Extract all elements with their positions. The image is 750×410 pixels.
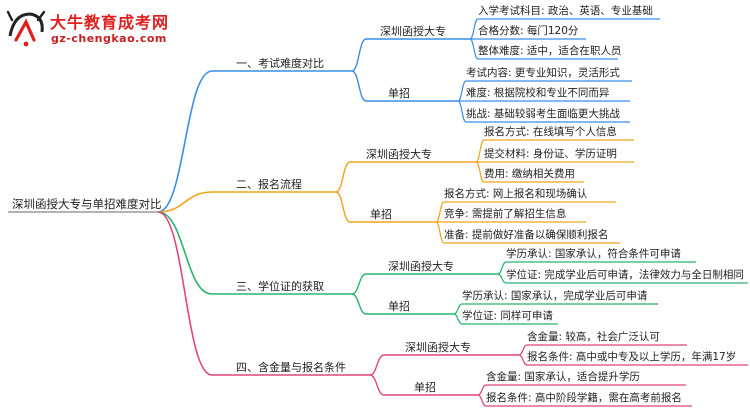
leaf-connector-3-2-1 [453, 303, 463, 315]
leaf-b1-s1-3: 整体难度: 适中，适合在职人员 [478, 45, 622, 57]
leaf-b2-s1-3: 费用: 缴纳相关费用 [484, 168, 575, 180]
leaf-b3-s2-1: 学历承认: 国家承认，完成学业后可申请 [462, 290, 648, 302]
leaf-b4-s2-1: 含金量: 国家承认，适合提升学历 [486, 371, 640, 383]
leaf-connector-3-1-1 [497, 261, 507, 275]
leaf-b2-s1-1: 报名方式: 在线填写个人信息 [484, 126, 617, 138]
leaf-connector-4-1-1 [518, 344, 528, 356]
sub-connector-3-2 [351, 293, 367, 315]
sub-node-b3-danzhao: 单招 [388, 300, 410, 313]
leaf-connector-1-2-1 [457, 80, 467, 102]
branch-connector-3 [157, 211, 213, 295]
leaf-connector-2-2-1 [435, 201, 445, 223]
sub-connector-4-2 [369, 374, 385, 396]
sub-node-b2-danzhao: 单招 [370, 208, 392, 221]
leaf-b2-s1-2: 提交材料: 身份证、学历证明 [484, 148, 617, 160]
leaf-connector-1-1-1 [469, 18, 479, 40]
leaf-connector-4-1-2 [518, 354, 528, 366]
leaf-b3-s1-1: 学历承认: 国家承认，符合条件可申请 [506, 248, 681, 260]
leaf-b2-s2-1: 报名方式: 网上报名和现场确认 [444, 188, 588, 200]
branch-connector-1 [157, 70, 213, 213]
leaf-b1-s1-1: 入学考试科目: 政治、英语、专业基础 [478, 5, 653, 17]
branch-connector-2 [157, 191, 213, 213]
sub-node-b4-hanshou: 深圳函授大专 [405, 341, 471, 354]
sub-connector-2-2 [335, 191, 351, 223]
leaf-connector-4-2-2 [477, 394, 487, 407]
category-exam-difficulty: 一、考试难度对比 [236, 57, 324, 70]
brand-name: 大牛教育成考网 [50, 13, 170, 32]
leaf-connector-3-1-2 [497, 273, 507, 284]
sub-connector-2-1 [335, 161, 351, 193]
leaf-connector-4-2-1 [477, 384, 487, 396]
root-node: 深圳函授大专与单招难度对比 [12, 197, 162, 211]
category-registration: 二、报名流程 [236, 178, 302, 191]
leaf-connector-1-1-3 [469, 38, 479, 60]
category-value-requirements: 四、含金量与报名条件 [236, 361, 346, 374]
leaf-connector-2-1-1 [475, 139, 485, 163]
leaf-b3-s2-2: 学位证: 同样可申请 [462, 310, 553, 322]
leaf-b4-s1-1: 含金量: 较高，社会广泛认可 [527, 331, 660, 343]
sub-connector-4-1 [369, 354, 385, 376]
leaf-b1-s2-2: 难度: 根据院校和专业不同而异 [466, 87, 610, 99]
sub-node-b1-danzhao: 单招 [388, 87, 410, 100]
bull-logo-icon [6, 10, 46, 47]
category-degree: 三、学位证的获取 [236, 280, 324, 293]
brand-logo: 大牛教育成考网 gz-chengkao.com [4, 4, 184, 54]
leaf-b3-s1-2: 学位证: 完成学业后可申请，法律效力与全日制相同 [506, 269, 744, 281]
sub-node-b1-hanshou: 深圳函授大专 [380, 25, 446, 38]
branch-connector-4 [157, 211, 213, 376]
leaf-b1-s2-1: 考试内容: 更专业知识，灵活形式 [466, 67, 620, 79]
leaf-b1-s2-3: 挑战: 基础较弱考生面临更大挑战 [466, 108, 620, 120]
leaf-b4-s2-2: 报名条件: 高中阶段学籍，需在高考前报名 [486, 392, 682, 404]
leaf-b4-s1-2: 报名条件: 高中或中专及以上学历，年满17岁 [527, 351, 737, 363]
leaf-connector-2-1-3 [475, 161, 485, 183]
leaf-b2-s2-3: 准备: 提前做好准备以确保顺利报名 [444, 229, 609, 241]
leaf-connector-2-2-3 [435, 221, 445, 244]
sub-connector-1-2 [351, 70, 367, 102]
leaf-b1-s1-2: 合格分数: 每门120分 [478, 25, 579, 37]
sub-connector-1-1 [351, 38, 367, 72]
leaf-b2-s2-2: 竞争: 需提前了解招生信息 [444, 208, 567, 220]
leaf-connector-3-2-2 [453, 313, 463, 325]
sub-node-b4-danzhao: 单招 [414, 381, 436, 394]
sub-node-b3-hanshou: 深圳函授大专 [388, 260, 454, 273]
sub-connector-3-1 [351, 273, 367, 295]
sub-node-b2-hanshou: 深圳函授大专 [366, 148, 432, 161]
brand-site: gz-chengkao.com [51, 32, 167, 45]
leaf-connector-1-2-3 [457, 100, 467, 123]
